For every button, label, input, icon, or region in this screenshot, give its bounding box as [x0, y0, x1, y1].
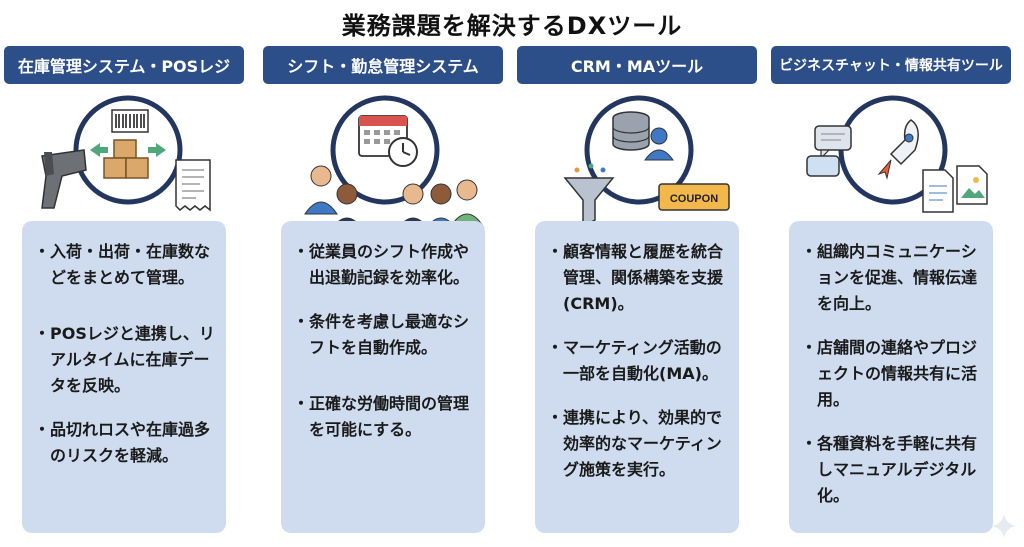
- feature-bullet: ・POSレジと連携し、リアルタイムに在庫データを反映。: [34, 324, 215, 395]
- feature-bullet: ・品切れロスや在庫過多のリスクを軽減。: [34, 420, 211, 465]
- feature-bullet: ・条件を考慮し最適なシフトを自動作成。: [293, 312, 470, 357]
- feature-card: ・入荷・出荷・在庫数などをまとめて管理。 ・POSレジと連携し、リアルタイムに在…: [22, 221, 226, 533]
- image-file-icon: [956, 165, 988, 205]
- column-header: 在庫管理システム・POSレジ: [4, 46, 244, 84]
- column-header: ビジネスチャット・情報共有ツール: [771, 46, 1011, 84]
- icon-illustration: COUPON: [517, 90, 757, 260]
- column-header: シフト・勤怠管理システム: [263, 46, 503, 84]
- feature-bullet: ・各種資料を手軽に共有しマニュアルデジタル化。: [801, 434, 978, 505]
- tool-column-crm: CRM・MAツール COUPON ・顧客情報と履歴を統: [517, 46, 757, 541]
- page-title: 業務課題を解決するDXツール: [341, 12, 683, 40]
- funnel-icon: [563, 163, 615, 228]
- database-icon: [612, 111, 650, 151]
- document-icon: [922, 169, 954, 213]
- tool-column-inventory: 在庫管理システム・POSレジ: [4, 46, 244, 541]
- feature-card: ・従業員のシフト作成や出退勤記録を効率化。 ・条件を考慮し最適なシフトを自動作成…: [281, 221, 485, 533]
- column-header: CRM・MAツール: [517, 46, 757, 84]
- icon-illustration: [4, 90, 244, 260]
- boxes-icon: [90, 139, 166, 179]
- sparkle-icon: [992, 514, 1016, 538]
- feature-bullet: ・正確な労働時間の管理を可能にする。: [293, 394, 470, 439]
- clock-icon: [388, 137, 418, 167]
- icon-illustration: [771, 90, 1011, 260]
- tool-column-shift: シフト・勤怠管理システム: [263, 46, 503, 541]
- customer-icon: [644, 127, 674, 161]
- feature-bullet: ・組織内コミュニケーションを促進、情報伝達を向上。: [801, 242, 978, 313]
- feature-card: ・顧客情報と履歴を統合管理、関係構築を支援(CRM)。 ・マーケティング活動の一…: [535, 221, 739, 533]
- feature-bullet: ・従業員のシフト作成や出退勤記録を効率化。: [293, 242, 470, 287]
- feature-bullet: ・店舗間の連絡やプロジェクトの情報共有に活用。: [801, 338, 978, 409]
- feature-card: ・組織内コミュニケーションを促進、情報伝達を向上。 ・店舗間の連絡やプロジェクト…: [789, 221, 993, 533]
- feature-bullet: ・マーケティング活動の一部を自動化(MA)。: [547, 338, 722, 383]
- rocket-icon: [877, 119, 919, 180]
- barcode-scanner-icon: [41, 149, 87, 209]
- barcode-icon: [111, 109, 149, 133]
- chat-bubbles-icon: [806, 125, 852, 177]
- receipt-icon: [175, 159, 211, 212]
- coupon-icon: COUPON: [658, 183, 730, 211]
- feature-bullet: ・入荷・出荷・在庫数などをまとめて管理。: [34, 242, 211, 287]
- feature-bullet: ・顧客情報と履歴を統合管理、関係構築を支援(CRM)。: [547, 242, 724, 313]
- coupon-text: COUPON: [670, 193, 718, 205]
- feature-bullet: ・連携により、効果的で効率的なマーケティング施策を実行。: [547, 408, 723, 479]
- tool-column-chat: ビジネスチャット・情報共有ツール: [771, 46, 1011, 541]
